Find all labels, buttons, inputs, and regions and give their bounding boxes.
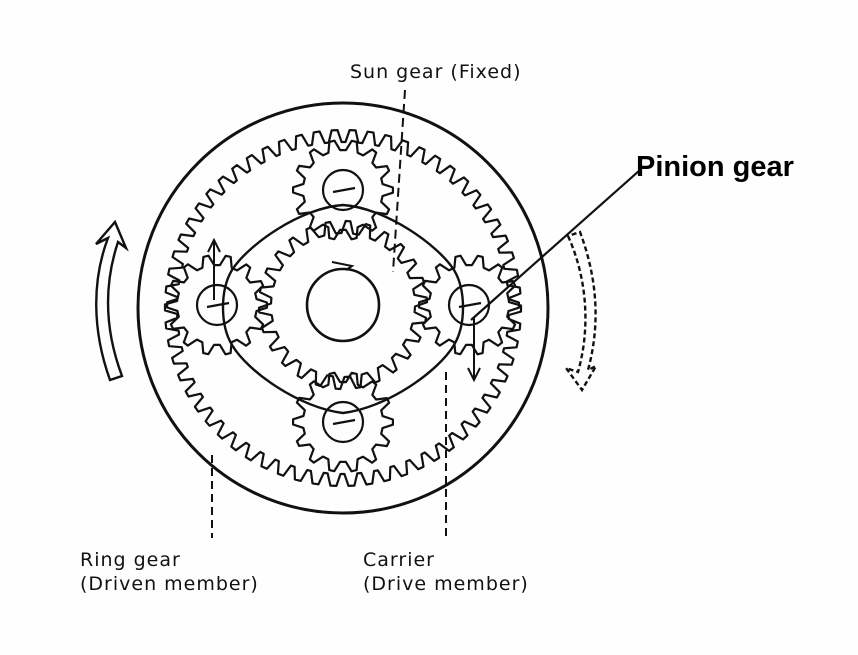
carrier-frame — [221, 203, 465, 415]
pinion-gear-bottom-pin — [321, 400, 365, 444]
pinion-gear-right-pin-mark — [458, 301, 482, 309]
pinion-gear-top-pin-mark — [332, 186, 356, 194]
ring-gear-label: Ring gear (Driven member) — [80, 548, 259, 596]
pinion-gear-top-pin — [321, 168, 365, 212]
pinion-gear-label: Pinion gear — [636, 151, 794, 183]
pinion-gear-left-teeth — [166, 254, 268, 356]
ring-gear-label-line2: (Driven member) — [80, 573, 259, 595]
pinion-gear-left-pin-mark — [206, 301, 230, 309]
pinion-gear-top-teeth — [292, 139, 394, 241]
carrier-label-line2: (Drive member) — [363, 573, 529, 595]
right-pinion-motion-arrow — [467, 318, 481, 383]
sun-gear-bore — [305, 267, 381, 343]
sun-gear-teeth — [257, 219, 429, 391]
carrier-label-line1: Carrier — [363, 549, 435, 571]
pinion-gear-left-pin — [195, 283, 239, 327]
sun-gear-motion-tick — [331, 261, 355, 271]
sun-gear-label: Sun gear (Fixed) — [350, 61, 522, 83]
ring-gear-outer-rim — [136, 101, 550, 515]
pinion-gear-leader-line — [470, 169, 641, 321]
carrier-label: Carrier (Drive member) — [363, 548, 529, 596]
sun-gear-leader-line — [392, 89, 406, 273]
pinion-gear-bottom-pin-mark — [332, 418, 356, 426]
ring-rotation-arrow-left — [95, 219, 129, 382]
ring-gear-internal-teeth — [163, 129, 523, 487]
left-pinion-motion-arrow — [207, 237, 221, 300]
ring-gear-label-line1: Ring gear — [80, 549, 181, 571]
carrier-rotation-arrow-right — [562, 230, 600, 393]
pinion-gear-right-teeth — [418, 254, 520, 356]
pinion-gear-bottom-teeth — [292, 371, 394, 473]
